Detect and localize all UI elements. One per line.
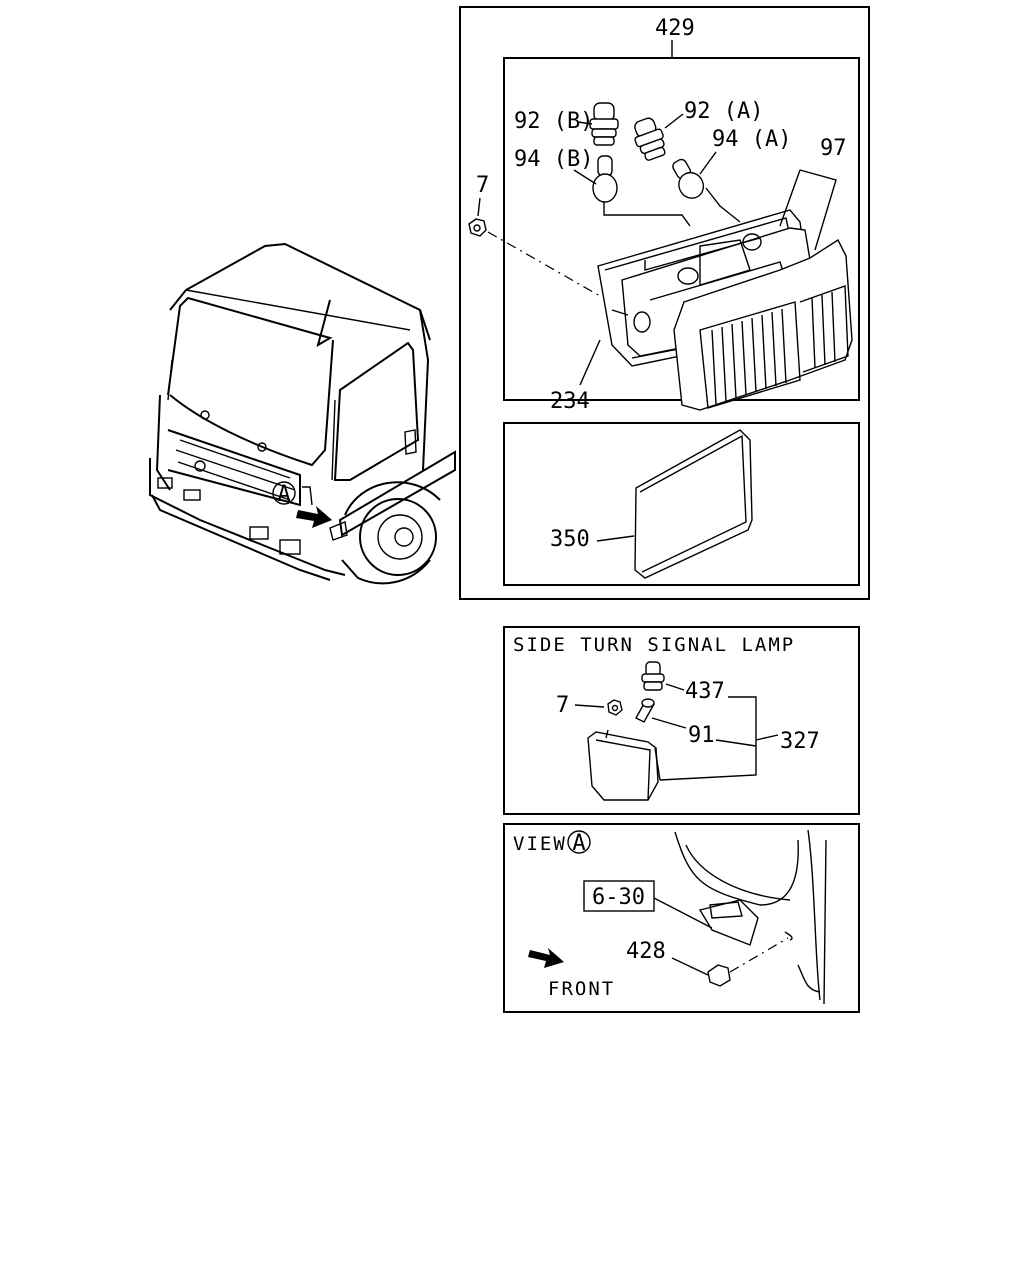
callout-91: 91 <box>688 723 715 748</box>
pad-350-icon <box>634 429 753 579</box>
callout-92a: 92 (A) <box>684 99 763 124</box>
view-title: VIEW <box>513 833 567 855</box>
side-turn-signal-panel <box>503 626 860 815</box>
bulb-91-icon <box>635 698 655 723</box>
callout-94b: 94 (B) <box>514 147 593 172</box>
bulb-socket-92b-icon <box>589 102 619 146</box>
callout-234: 234 <box>550 389 590 414</box>
side-turn-signal-title: SIDE TURN SIGNAL LAMP <box>513 634 795 656</box>
callout-7-side: 7 <box>556 693 569 718</box>
bulb-socket-92a-icon <box>634 117 666 161</box>
callout-97: 97 <box>820 136 847 161</box>
callout-92b: 92 (B) <box>514 109 593 134</box>
view-marker: A <box>572 831 585 856</box>
callout-327: 327 <box>780 729 820 754</box>
nut-7-icon <box>468 218 487 237</box>
callout-428: 428 <box>626 939 666 964</box>
view-a-panel <box>503 823 860 1013</box>
socket-437-icon <box>641 661 665 691</box>
callout-437: 437 <box>685 679 725 704</box>
ref-6-30-box <box>583 880 655 912</box>
lens-97-icon <box>673 238 853 411</box>
nut-7-side-icon <box>607 699 623 716</box>
bulb-94a-icon <box>672 158 705 199</box>
pad-panel <box>503 422 860 586</box>
truck-cab-illustration: A <box>149 242 456 585</box>
grommet-428-icon <box>707 964 731 987</box>
assembly-frame-429 <box>459 6 870 600</box>
callout-7-top: 7 <box>476 173 489 198</box>
front-label: FRONT <box>548 978 615 1000</box>
truck-view-marker: A <box>277 482 290 507</box>
side-marker-on-body-icon <box>698 899 759 946</box>
bulb-94b-icon <box>592 155 618 203</box>
callout-429: 429 <box>655 16 695 41</box>
front-arrow-icon <box>528 948 564 968</box>
side-turn-lamp-icon <box>587 729 661 801</box>
view-arrow-icon <box>296 506 332 528</box>
callout-350: 350 <box>550 527 590 552</box>
callout-94a: 94 (A) <box>712 127 791 152</box>
lens-ribs <box>711 291 836 405</box>
callout-6-30: 6-30 <box>592 885 645 910</box>
